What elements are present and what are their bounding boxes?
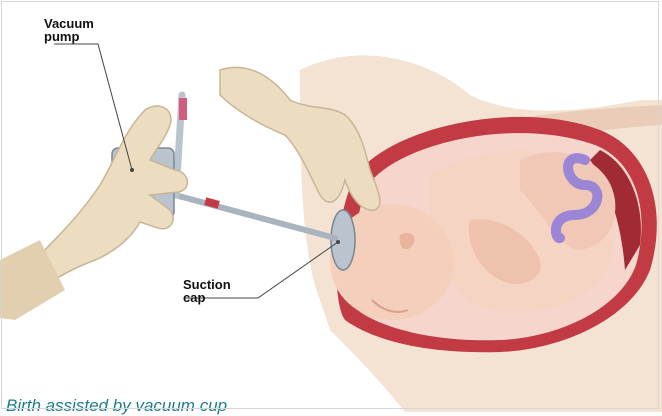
suction-cap-label: Suction cap [183, 278, 231, 304]
figure-caption: Birth assisted by vacuum cup [6, 396, 227, 416]
vacuum-pump-leader-dot [130, 168, 134, 172]
pump-tube-marker [179, 98, 187, 120]
vacuum-pump-label-line2: pump [44, 30, 94, 43]
suction-cap-label-line2: cap [183, 291, 231, 304]
vacuum-pump-label: Vacuum pump [44, 17, 94, 43]
instrument-marker [204, 197, 220, 208]
suction-cap-leader-dot [336, 240, 340, 244]
